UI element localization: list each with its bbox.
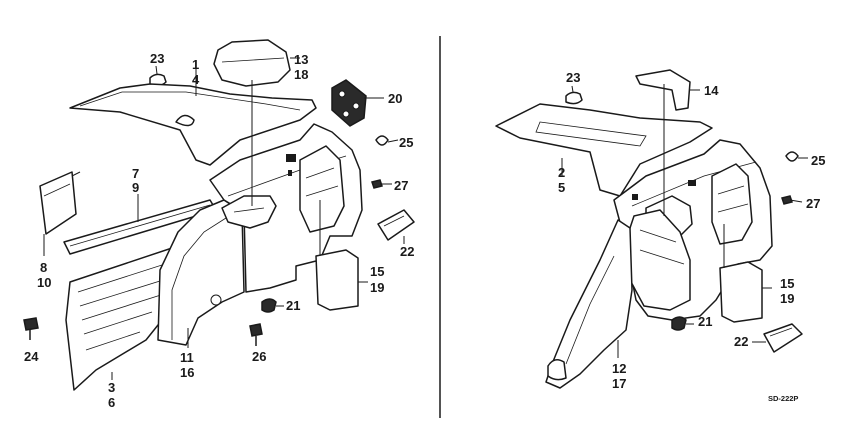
callout-left-13: 13 <box>294 52 308 67</box>
callout-right-2: 2 <box>558 165 565 180</box>
part-14-strip-right <box>635 69 700 111</box>
part-22-lid-left <box>377 209 415 244</box>
callout-left-8: 8 <box>40 260 47 275</box>
callout-left-21: 21 <box>286 298 300 313</box>
main-side-panel-right <box>613 139 773 321</box>
callout-left-22: 22 <box>400 244 414 259</box>
diagram-code: SD-222P <box>768 394 798 403</box>
callout-left-3: 3 <box>108 380 115 395</box>
callout-right-15: 15 <box>780 276 794 291</box>
part-8-10-piece-left <box>39 171 81 256</box>
callout-left-24: 24 <box>24 349 39 364</box>
main-side-panel-left <box>209 123 363 293</box>
callout-left-25: 25 <box>399 135 413 150</box>
part-2-5-upper-trim-right <box>495 103 713 197</box>
callout-right-19: 19 <box>780 291 794 306</box>
part-1-4-upper-trim-left <box>69 68 317 166</box>
part-12-17-lower-trim-right <box>545 219 633 389</box>
callout-right-5: 5 <box>558 180 565 195</box>
callout-right-25: 25 <box>811 153 825 168</box>
part-20-bracket-left <box>331 79 384 127</box>
callout-left-15: 15 <box>370 264 384 279</box>
part-27-screw-left <box>371 179 392 189</box>
part-15-19-flap-left <box>315 200 368 311</box>
callout-right-17: 17 <box>612 376 626 391</box>
part-25-bolt-right <box>785 151 808 162</box>
callout-left-23: 23 <box>150 51 164 66</box>
callout-left-27: 27 <box>394 178 408 193</box>
callout-left-11: 11 <box>180 350 194 365</box>
callout-right-27: 27 <box>806 196 820 211</box>
part-21-clip-right <box>671 316 694 331</box>
callout-left-19: 19 <box>370 280 384 295</box>
callout-right-22: 22 <box>734 334 748 349</box>
callout-left-10: 10 <box>37 275 51 290</box>
callout-left-6: 6 <box>108 395 115 410</box>
callout-left-1: 1 <box>192 57 199 72</box>
part-25-bolt-left <box>375 135 399 146</box>
part-23-right-clip <box>565 85 583 105</box>
callout-right-14: 14 <box>704 83 719 98</box>
part-21-clip-left <box>261 298 284 313</box>
callout-left-16: 16 <box>180 365 194 380</box>
callout-left-4: 4 <box>192 72 200 87</box>
callout-left-9: 9 <box>132 180 139 195</box>
callout-right-23: 23 <box>566 70 580 85</box>
part-26-bolt-left <box>249 323 263 346</box>
callout-left-26: 26 <box>252 349 266 364</box>
callout-right-12: 12 <box>612 361 626 376</box>
callout-left-18: 18 <box>294 67 308 82</box>
part-13-18-cover-left <box>213 39 300 87</box>
part-24-bolt-left <box>23 317 39 340</box>
part-27-screw-right <box>781 195 803 205</box>
callout-left-7: 7 <box>132 166 139 181</box>
part-15-19-flap-right <box>719 224 772 323</box>
part-23-left-clip <box>149 65 167 87</box>
callout-right-21: 21 <box>698 314 712 329</box>
callout-left-20: 20 <box>388 91 402 106</box>
part-22-lid-right <box>752 323 803 353</box>
